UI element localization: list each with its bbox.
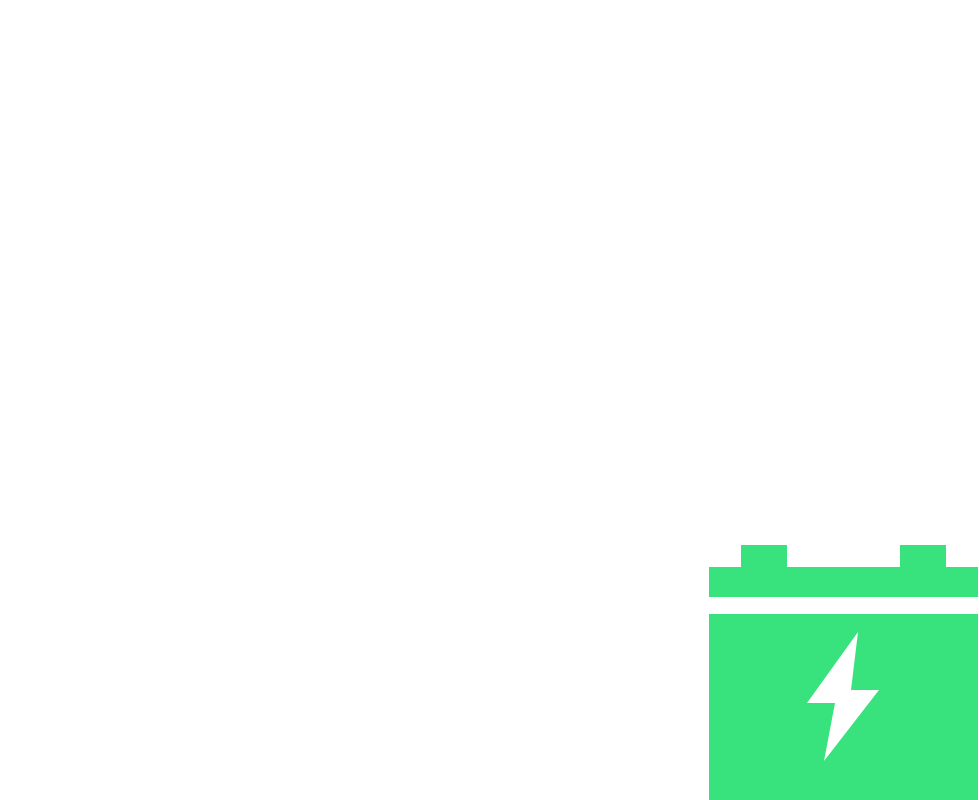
battery-terminal-right <box>900 545 946 567</box>
battery-terminal-left <box>741 545 787 567</box>
battery-cap <box>709 567 978 597</box>
lightning-bolt-icon <box>807 632 879 761</box>
battery-charge-icon <box>709 545 978 800</box>
